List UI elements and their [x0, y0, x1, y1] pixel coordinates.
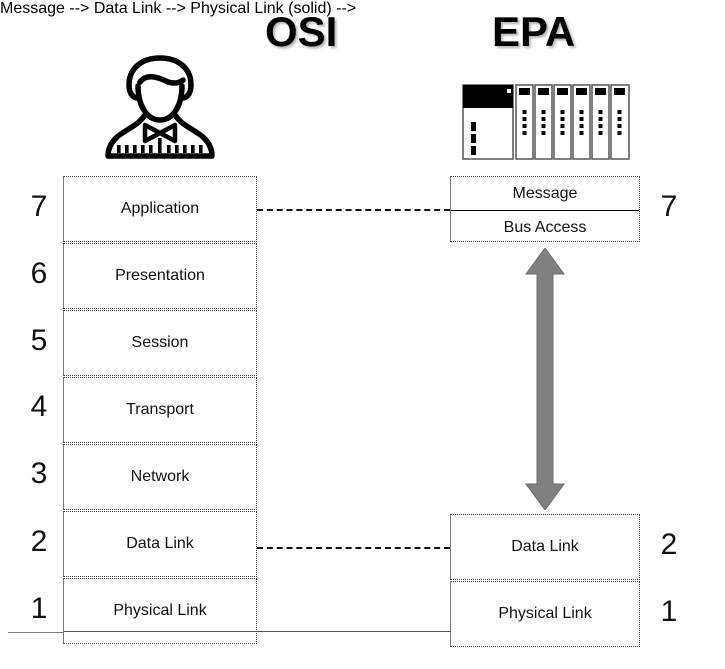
osi-title: OSI	[265, 8, 338, 55]
osi-layer-box-application[interactable]: Application	[63, 176, 257, 242]
osi-layer-label-data-link: Data Link	[126, 535, 194, 552]
osi-layer-label-presentation: Presentation	[115, 267, 205, 284]
osi-layer-box-session[interactable]: Session	[63, 310, 257, 376]
epa-title: EPA	[492, 8, 576, 55]
osi-layer-number-3: 3	[30, 457, 48, 490]
epa-layer-label-physical-link: Physical Link	[498, 605, 592, 622]
engineer-person-icon	[98, 52, 222, 162]
epa-layer-number-7: 7	[660, 190, 678, 223]
connector-physical-to-physical	[64, 631, 451, 632]
epa-layer-label-message: Message	[512, 184, 578, 202]
osi-layer-label-physical-link: Physical Link	[113, 602, 207, 619]
osi-layer-number-5: 5	[30, 324, 48, 357]
osi-layer-number-2: 2	[30, 525, 48, 558]
osi-layer-number-6: 6	[30, 257, 48, 290]
osi-layer-box-physical-link[interactable]: Physical Link	[63, 578, 257, 644]
osi-layer-number-7: 7	[30, 190, 48, 223]
epa-layer-box-data-link[interactable]: Data Link	[450, 514, 640, 580]
osi-layer-label-application: Application	[120, 200, 200, 217]
plc-rack-icon	[462, 84, 630, 160]
osi-layer-box-transport[interactable]: Transport	[63, 377, 257, 443]
osi-layer-label-session: Session	[131, 334, 189, 351]
osi-layer-label-transport: Transport	[126, 401, 194, 418]
epa-layer-label-bus-access: Bus Access	[451, 210, 639, 244]
osi-layer-label-network: Network	[130, 468, 190, 485]
epa-layer-label-data-link: Data Link	[511, 538, 579, 555]
epa-layer-box-physical-link[interactable]: Physical Link	[450, 581, 640, 647]
connector-application-to-message	[257, 209, 450, 211]
epa-layer-number-2: 2	[660, 528, 678, 561]
epa-layer-number-1: 1	[660, 595, 678, 628]
osi-layer-number-4: 4	[30, 390, 48, 423]
bus-access-double-arrow	[524, 247, 566, 511]
connector-datalink-to-datalink	[257, 547, 450, 549]
osi-layer-box-data-link[interactable]: Data Link	[63, 511, 257, 577]
osi-layer-box-network[interactable]: Network	[63, 444, 257, 510]
epa-layer-box-message-bus-access[interactable]: Message Bus Access	[450, 176, 640, 242]
osi-layer-1-underline	[8, 632, 64, 633]
osi-layer-number-1: 1	[30, 592, 48, 625]
osi-layer-box-presentation[interactable]: Presentation	[63, 243, 257, 309]
